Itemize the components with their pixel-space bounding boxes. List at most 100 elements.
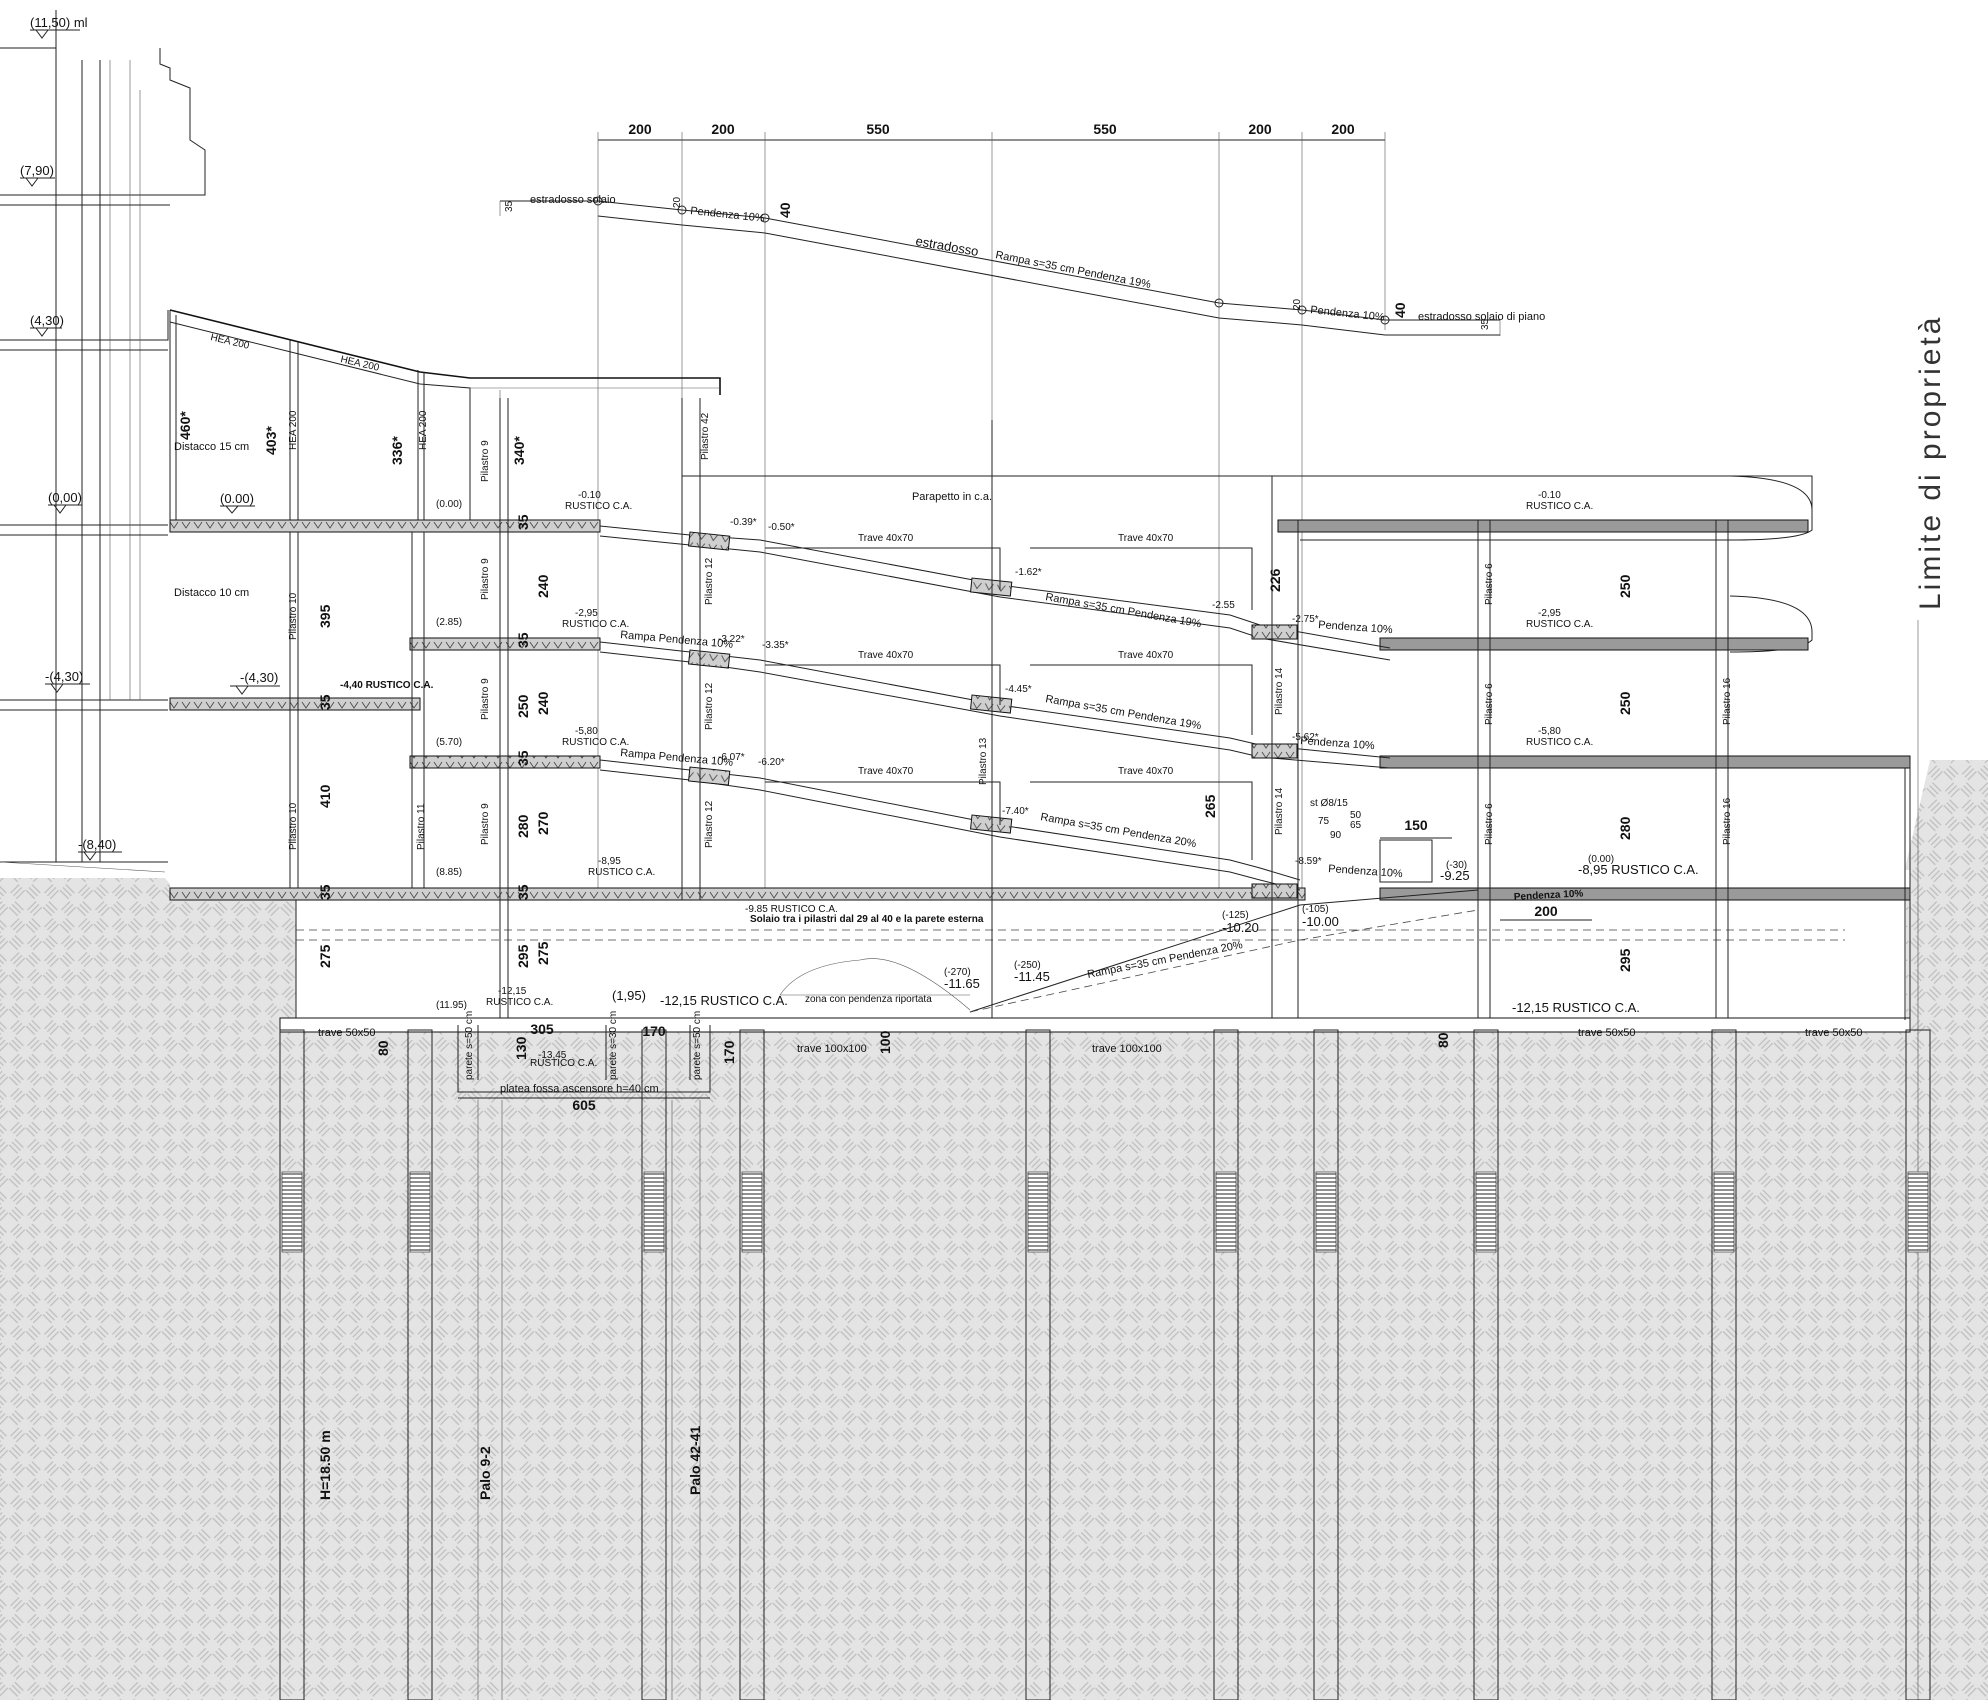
floor-slabs bbox=[169, 519, 1911, 1033]
dimension-label: 275 bbox=[317, 944, 333, 968]
floor-level-labels: -0.10 RUSTICO C.A. -0.10 RUSTICO C.A. -2… bbox=[230, 490, 1699, 1015]
note-label: 50 bbox=[1350, 810, 1362, 821]
level-label: -0.10 bbox=[1538, 490, 1561, 501]
dimension-label: 200 bbox=[1331, 121, 1355, 137]
level-label: (0.00) bbox=[220, 491, 254, 506]
column-label: Pilastro 11 bbox=[416, 803, 427, 850]
slab-level-3-right bbox=[1379, 755, 1911, 769]
level-label: -12,15 RUSTICO C.A. bbox=[1512, 1000, 1640, 1015]
level-label: -10.20 bbox=[1222, 920, 1259, 935]
dimension-label: 130 bbox=[513, 1036, 529, 1060]
beam-label: HEA 200 bbox=[209, 332, 250, 352]
beam-label: trave 100x100 bbox=[797, 1043, 867, 1055]
column-label: Pilastro 12 bbox=[704, 557, 715, 605]
level-label: -2.75* bbox=[1292, 614, 1319, 625]
existing-building bbox=[0, 10, 206, 873]
dimension-label: 395 bbox=[317, 604, 333, 628]
vertical-dimensions: 395 410 275 35 35 35 35 35 35 250 280 29… bbox=[317, 514, 1633, 1064]
level-label: (7,90) bbox=[20, 163, 54, 178]
level-label: -10.00 bbox=[1302, 914, 1339, 929]
beam-label: HEA 200 bbox=[418, 410, 429, 450]
dimension-label: 250 bbox=[1617, 574, 1633, 598]
ramp-annotation: Rampa s=35 cm Pendenza 19% bbox=[994, 249, 1152, 291]
level-label: -2,95 bbox=[575, 608, 598, 619]
dimension-label: 280 bbox=[515, 814, 531, 838]
dimension-label: 35 bbox=[317, 694, 333, 710]
level-label: (-30) bbox=[1446, 860, 1467, 871]
dimension-label: 170 bbox=[642, 1023, 666, 1039]
column-label: Pilastro 6 bbox=[1484, 683, 1495, 725]
note-label: Solaio tra i pilastri dal 29 al 40 e la … bbox=[750, 914, 984, 925]
level-label: (4,30) bbox=[30, 313, 64, 328]
ramp-label: Rampa Pendenza 10% bbox=[620, 747, 734, 769]
dimension-label: 336* bbox=[389, 436, 405, 465]
column-label: Pilastro 16 bbox=[1722, 677, 1733, 725]
ramp-label: Rampa Pendenza 10% bbox=[620, 629, 734, 651]
dimension-label: 240 bbox=[535, 574, 551, 598]
dimension-label: 605 bbox=[572, 1097, 596, 1113]
level-label: -6.20* bbox=[758, 757, 785, 768]
dimension-label: 240 bbox=[535, 691, 551, 715]
level-label: RUSTICO C.A. bbox=[486, 997, 553, 1008]
column-label: Pilastro 10 bbox=[288, 802, 299, 850]
level-label: RUSTICO C.A. bbox=[562, 737, 629, 748]
level-marker: (7,90) bbox=[20, 163, 55, 187]
ramp-label: Pendenza 10% bbox=[1328, 863, 1403, 880]
level-label: RUSTICO C.A. bbox=[1526, 737, 1593, 748]
note-label: zona con pendenza riportata bbox=[805, 994, 932, 1005]
level-label: (8.85) bbox=[436, 867, 462, 878]
level-label: (0,00) bbox=[48, 490, 82, 505]
dimension-label: 250 bbox=[515, 694, 531, 718]
parapet-label: Parapetto in c.a. bbox=[912, 491, 992, 503]
dimension-label: 100 bbox=[877, 1030, 893, 1054]
column-label: Pilastro 10 bbox=[288, 592, 299, 640]
dimension-label: 403* bbox=[263, 426, 279, 455]
slab-level-3 bbox=[409, 755, 601, 769]
level-label: -(4,30) bbox=[240, 670, 278, 685]
slab-level-4-right bbox=[1379, 887, 1911, 901]
level-label: (0.00) bbox=[1588, 854, 1614, 865]
ramp-annotation: estradosso bbox=[914, 233, 979, 259]
ramp-annotation: estradosso solaio di piano bbox=[1418, 311, 1545, 323]
column-label: Pilastro 9 bbox=[480, 440, 491, 482]
slab-level-4 bbox=[169, 887, 1306, 901]
level-label: (-270) bbox=[944, 967, 971, 978]
note-label: parete s=50 cm bbox=[464, 1011, 475, 1080]
dimension-label: 35 bbox=[515, 884, 531, 900]
level-marker: -(8,40) bbox=[78, 837, 122, 861]
property-limit-label: Limite di proprietà bbox=[1914, 315, 1947, 610]
column-label: Pilastro 6 bbox=[1484, 563, 1495, 605]
level-label: -5,80 bbox=[1538, 726, 1561, 737]
level-marker: (0,00) bbox=[48, 490, 82, 514]
level-label: -13,45 bbox=[538, 1050, 567, 1061]
pile-label: Palo 9-2 bbox=[477, 1446, 493, 1500]
level-label: -11.65 bbox=[944, 976, 980, 991]
note-label: 75 bbox=[1318, 816, 1330, 827]
note-label: parete s=50 cm bbox=[692, 1011, 703, 1080]
dimension-label: 80 bbox=[1435, 1032, 1451, 1048]
level-label: -12,15 RUSTICO C.A. bbox=[660, 993, 788, 1008]
dimension-label: 35 bbox=[515, 750, 531, 766]
level-label: -4.45* bbox=[1005, 684, 1032, 695]
level-label: -8,95 bbox=[598, 856, 621, 867]
note-label: Distacco 10 cm bbox=[174, 587, 249, 599]
left-level-markers: (11,50) ml (7,90) (4,30) (0,00) -(4,30) … bbox=[20, 15, 122, 861]
columns: Pilastro 10 Pilastro 10 Pilastro 11 Pila… bbox=[288, 398, 1733, 1018]
beam-label: Trave 40x70 bbox=[1118, 650, 1174, 661]
dimension-label: 35 bbox=[515, 632, 531, 648]
level-marker: (4,30) bbox=[30, 313, 64, 337]
level-label: -2.55 bbox=[1212, 600, 1235, 611]
ramp-annotation: Pendenza 10% bbox=[1310, 304, 1386, 324]
column-label: Pilastro 9 bbox=[480, 558, 491, 600]
dimension-label: 20 bbox=[1292, 298, 1303, 310]
soil-area bbox=[0, 760, 1988, 1700]
column-label: Pilastro 9 bbox=[480, 803, 491, 845]
dimension-label: 460* bbox=[177, 411, 193, 440]
beam-label: trave 50x50 bbox=[318, 1027, 375, 1039]
column-label: Pilastro 14 bbox=[1274, 787, 1285, 835]
column-label: Pilastro 14 bbox=[1274, 667, 1285, 715]
dimension-label: 35 bbox=[1480, 318, 1491, 330]
column-label: Pilastro 12 bbox=[704, 682, 715, 730]
dimension-label: 35 bbox=[504, 200, 515, 212]
